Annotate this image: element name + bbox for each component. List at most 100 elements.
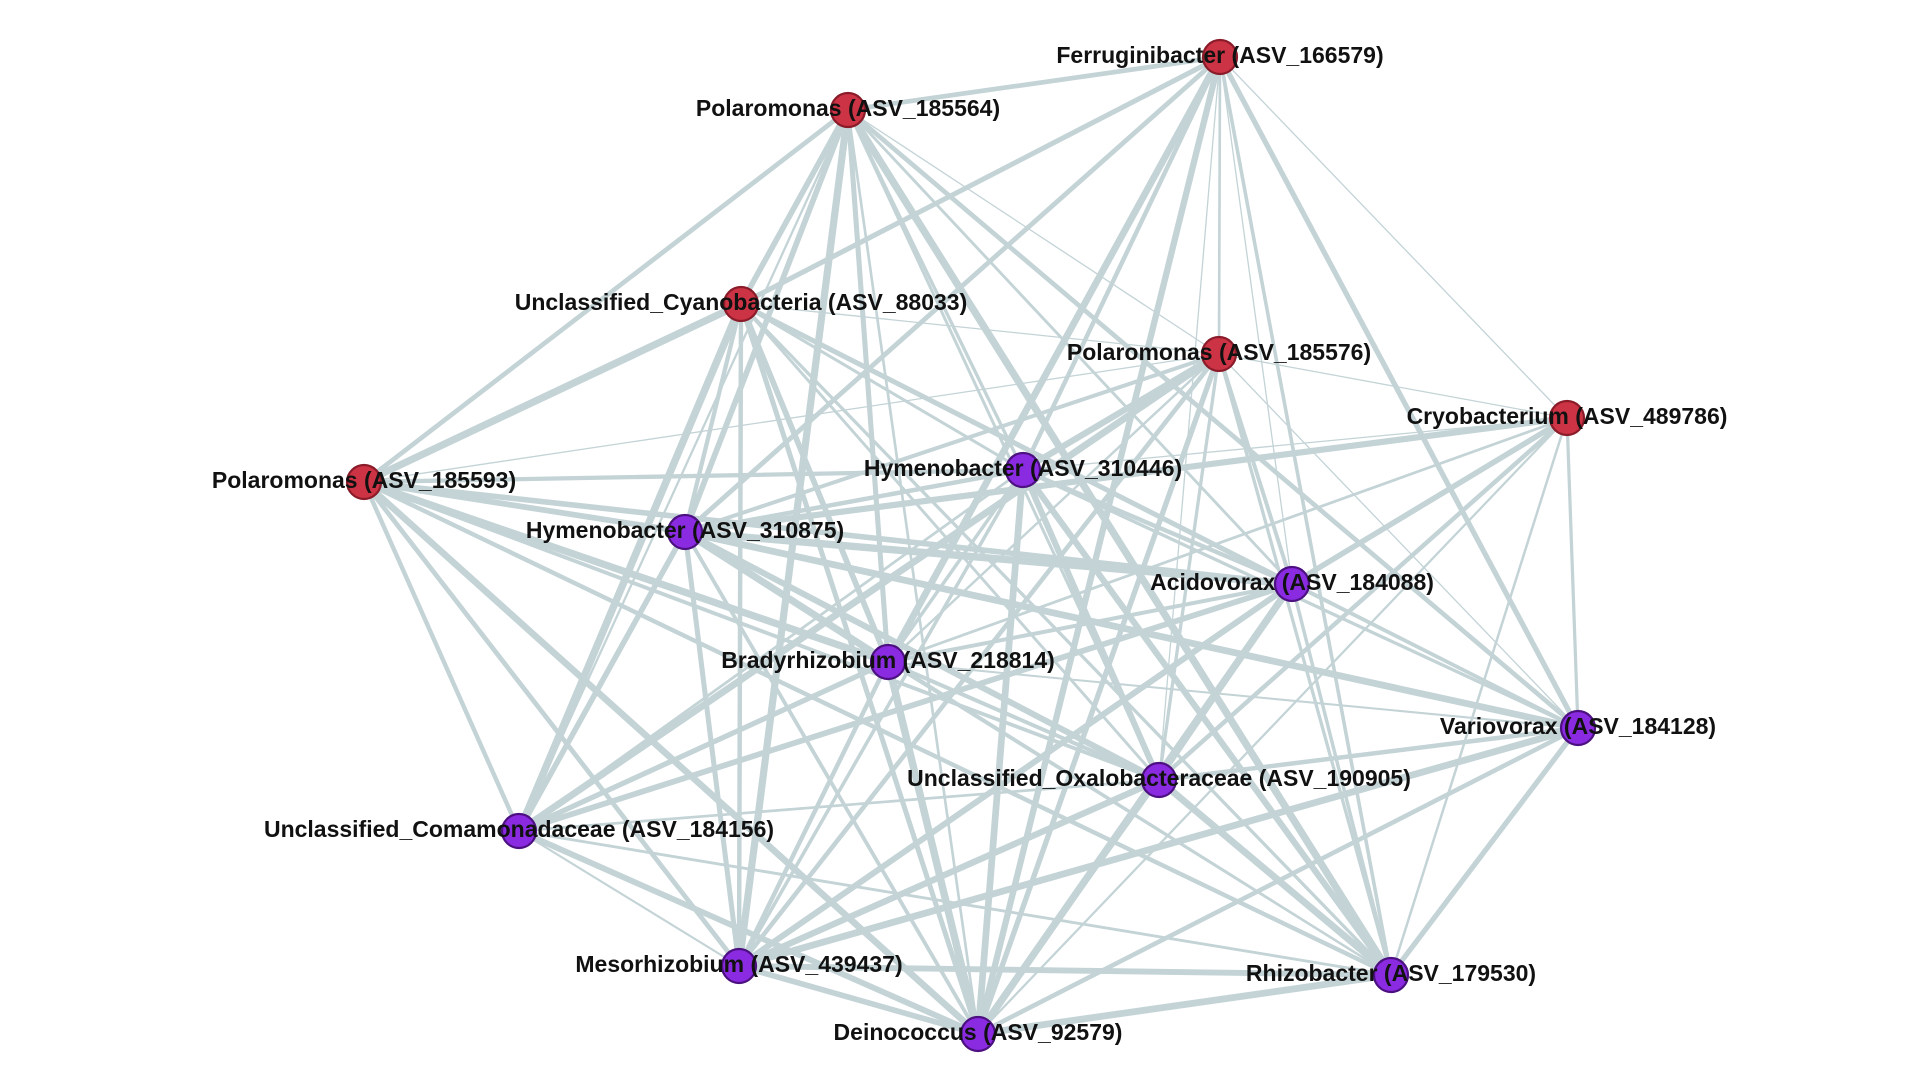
node-n12[interactable]: [1140, 761, 1178, 799]
edge-n2-n16: [846, 108, 980, 1036]
edge-n8-n14: [682, 529, 742, 969]
edge-n10-n15: [886, 660, 1393, 977]
node-label-n15: Rhizobacter (ASV_179530): [1246, 960, 1536, 986]
edge-n10-n14: [736, 659, 891, 969]
edge-n3-n6: [360, 300, 745, 486]
node-n16[interactable]: [959, 1015, 997, 1053]
node-n2[interactable]: [829, 91, 867, 129]
edge-n2-n6: [361, 107, 851, 485]
edge-n1-n5: [1219, 56, 1568, 419]
node-n14[interactable]: [720, 947, 758, 985]
edge-n4-n5: [1218, 353, 1568, 419]
edge-n6-n14: [361, 479, 742, 969]
edge-n5-n15: [1389, 416, 1569, 977]
edge-n4-n8: [683, 352, 1221, 534]
node-label-n16: Deinococcus (ASV_92579): [834, 1019, 1123, 1045]
edge-n3-n15: [739, 302, 1393, 977]
edge-n8-n9: [681, 528, 1296, 588]
edge-n7-n16: [974, 466, 1027, 1038]
edge-n3-n14: [736, 301, 744, 969]
edge-n6-n9: [361, 479, 1295, 587]
node-label-n6: Polaromonas (ASV_185593): [212, 467, 516, 493]
edge-n15-n16: [974, 971, 1395, 1038]
edge-n3-n13: [515, 300, 745, 835]
edge-n1-n10: [884, 53, 1224, 666]
edge-n5-n9: [1289, 415, 1570, 587]
node-layer: [345, 38, 1597, 1053]
node-label-n14: Mesorhizobium (ASV_439437): [575, 951, 902, 977]
node-label-n2: Polaromonas (ASV_185564): [696, 95, 1000, 121]
edge-n11-n15: [1388, 725, 1581, 978]
edge-n1-n11: [1217, 54, 1581, 731]
edge-n1-n4: [1217, 55, 1222, 356]
edge-n4-n6: [363, 353, 1220, 483]
edge-n7-n15: [1019, 466, 1395, 979]
edge-n7-n10: [886, 468, 1025, 664]
edge-n3-n4: [740, 303, 1220, 355]
node-label-n8: Hymenobacter (ASV_310875): [526, 517, 844, 543]
node-n6[interactable]: [345, 463, 383, 501]
node-label-n9: Acidovorax (ASV_184088): [1150, 569, 1434, 595]
edge-n5-n11: [1565, 416, 1580, 730]
edge-layer: [360, 53, 1582, 1038]
edge-n2-n4: [847, 109, 1220, 355]
edge-n6-n10: [360, 478, 892, 666]
edge-n5-n16: [976, 416, 1569, 1036]
edge-n8-n16: [683, 530, 980, 1036]
edge-n14-n16: [736, 963, 981, 1037]
edge-n3-n10: [738, 301, 891, 665]
edge-n4-n11: [1218, 353, 1579, 729]
edge-n7-n9: [1020, 467, 1295, 587]
node-n9[interactable]: [1273, 565, 1311, 603]
edge-n7-n13: [517, 468, 1025, 833]
edge-n9-n14: [735, 580, 1296, 970]
edge-n11-n12: [1156, 725, 1581, 783]
edge-n12-n15: [1155, 776, 1395, 979]
edge-n2-n3: [738, 107, 851, 307]
node-n7[interactable]: [1004, 451, 1042, 489]
edge-n1-n7: [1020, 54, 1223, 473]
edge-n9-n10: [886, 582, 1294, 664]
node-n8[interactable]: [666, 513, 704, 551]
edge-n14-n15: [736, 963, 1394, 978]
node-label-n13: Unclassified_Comamonadaceae (ASV_184156): [264, 816, 774, 842]
edge-n3-n12: [739, 302, 1161, 782]
label-layer: Ferruginibacter (ASV_166579) Polaromonas …: [212, 42, 1728, 1045]
edge-n1-n2: [845, 54, 1223, 113]
edge-n1-n3: [738, 54, 1223, 307]
edge-n5-n8: [681, 414, 1571, 536]
edge-n4-n13: [515, 350, 1223, 835]
node-n1[interactable]: [1201, 38, 1239, 76]
edge-n1-n12: [1158, 56, 1221, 781]
node-label-n11: Variovorax (ASV_184128): [1440, 713, 1716, 739]
edge-n9-n15: [1290, 582, 1393, 977]
edge-n2-n13: [517, 108, 850, 833]
node-n15[interactable]: [1372, 956, 1410, 994]
edge-n4-n14: [736, 351, 1222, 969]
node-n3[interactable]: [722, 285, 760, 323]
edge-n10-n11: [886, 660, 1580, 730]
edge-n2-n8: [682, 107, 851, 535]
edge-n4-n12: [1157, 352, 1221, 782]
node-n11[interactable]: [1559, 709, 1597, 747]
edge-n2-n15: [844, 106, 1395, 979]
edge-n1-n16: [974, 53, 1224, 1038]
node-n4[interactable]: [1200, 335, 1238, 373]
edge-n5-n10: [886, 416, 1569, 664]
edge-n8-n13: [516, 529, 688, 834]
node-n13[interactable]: [500, 812, 538, 850]
edge-n10-n12: [886, 660, 1161, 782]
edge-n13-n15: [517, 829, 1393, 977]
node-label-n3: Unclassified_Cyanobacteria (ASV_88033): [515, 289, 968, 315]
edge-n1-n8: [682, 54, 1223, 535]
edge-n10-n13: [516, 659, 891, 834]
edge-n12-n14: [735, 776, 1163, 970]
edge-n7-n8: [682, 467, 1026, 535]
node-label-n7: Hymenobacter (ASV_310446): [864, 455, 1182, 481]
edge-n5-n12: [1156, 415, 1570, 783]
node-label-n1: Ferruginibacter (ASV_166579): [1056, 42, 1383, 68]
node-n10[interactable]: [869, 643, 907, 681]
edge-n1-n9: [1219, 56, 1293, 585]
node-n5[interactable]: [1548, 399, 1586, 437]
